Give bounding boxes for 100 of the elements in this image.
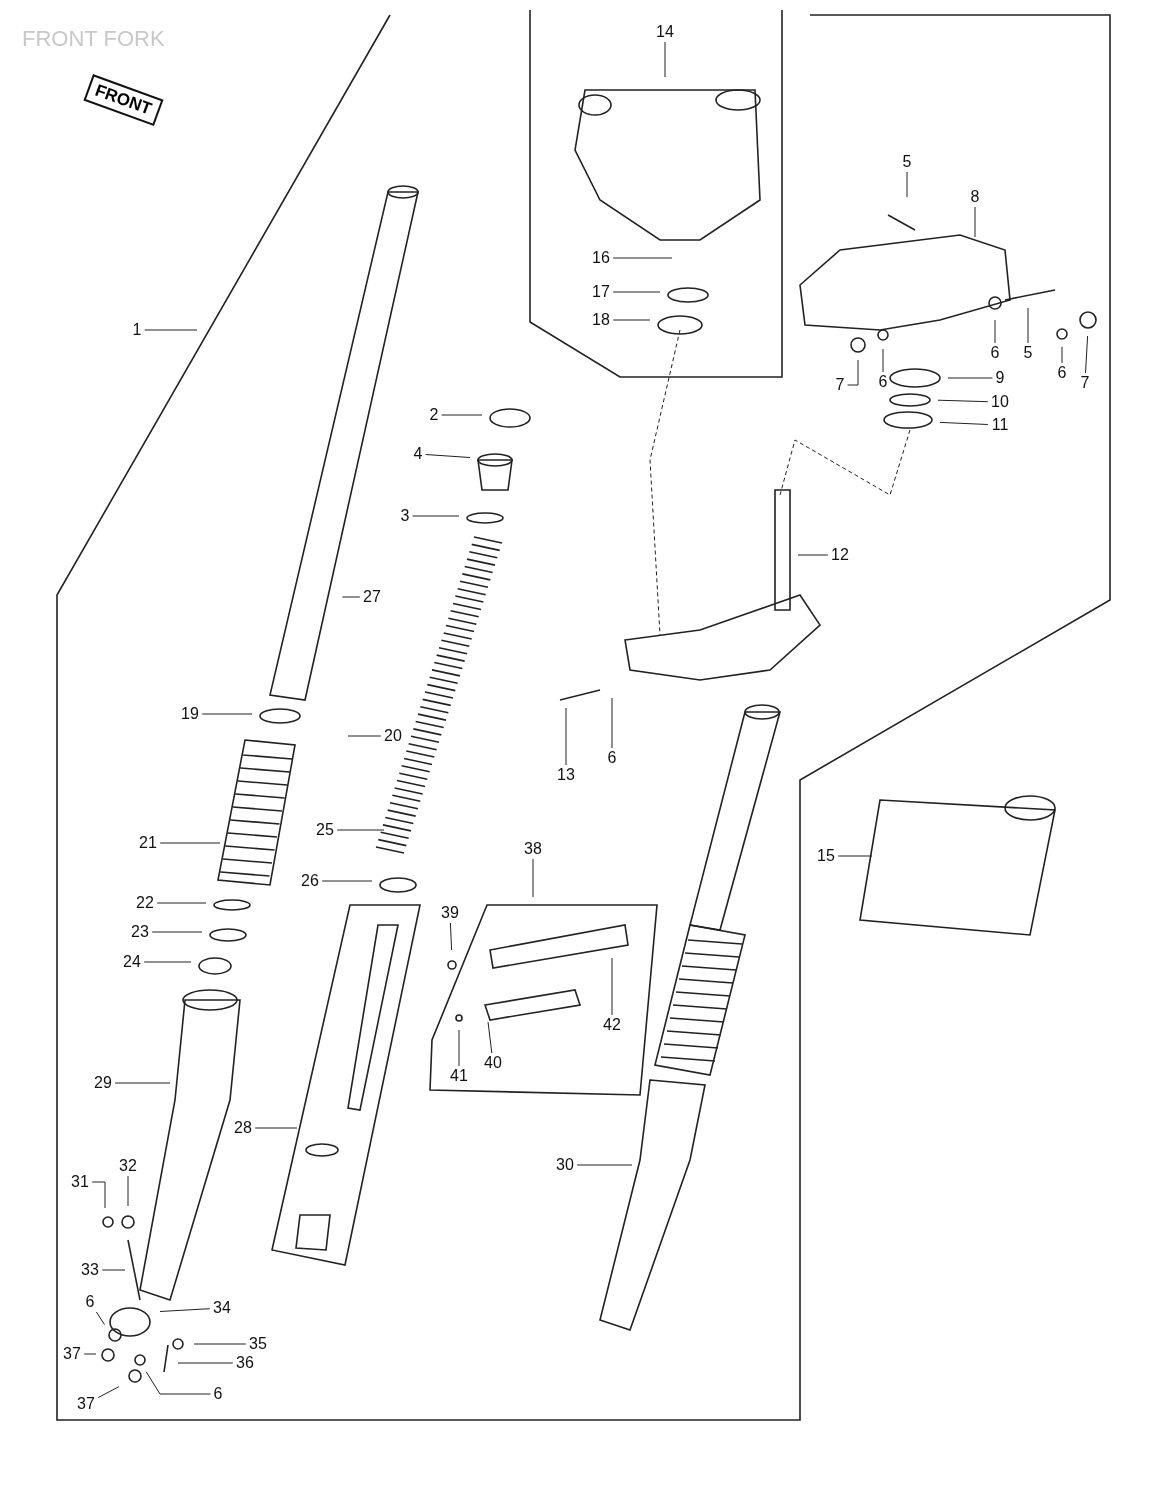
leader-line [177, 1362, 234, 1364]
leader-line [937, 399, 989, 403]
leader-line [974, 206, 976, 238]
callout-number: 23 [131, 923, 149, 941]
callout-number: 3 [400, 507, 410, 525]
callout-number: 6 [878, 373, 888, 391]
callout-number: 37 [63, 1345, 81, 1363]
leader-line [947, 377, 993, 379]
leader-line [612, 319, 651, 321]
callout-number: 25 [316, 821, 334, 839]
leader-line [144, 329, 198, 331]
leader-line [127, 1175, 129, 1207]
callout-number: 22 [136, 894, 154, 912]
leader-line [612, 257, 673, 259]
callout-number: 5 [1023, 344, 1033, 362]
callout-number: 6 [85, 1293, 95, 1311]
callout-number: 32 [119, 1157, 137, 1175]
leader-line [412, 515, 460, 517]
leader-line [254, 1127, 298, 1129]
callout-number: 42 [603, 1016, 621, 1034]
callout-number: 14 [656, 23, 674, 41]
callout-number: 12 [831, 546, 849, 564]
callout-number: 6 [607, 749, 617, 767]
callout-number: 6 [213, 1385, 223, 1403]
callout-number: 35 [249, 1335, 267, 1353]
callout-number: 40 [484, 1054, 502, 1072]
leader-line [994, 319, 996, 344]
leader-line [882, 348, 884, 373]
leader-line [91, 1181, 106, 1209]
callout-number: 16 [592, 249, 610, 267]
leader-line [664, 41, 666, 78]
leader-line [336, 829, 385, 831]
callout-number: 17 [592, 283, 610, 301]
leader-line [159, 842, 221, 844]
callout-number: 19 [181, 705, 199, 723]
callout-number: 38 [524, 840, 542, 858]
leader-line [193, 1343, 247, 1345]
leader-line [797, 554, 829, 556]
callout-number: 30 [556, 1156, 574, 1174]
leader-line [97, 1386, 120, 1399]
callout-number: 41 [450, 1067, 468, 1085]
callout-number: 9 [995, 369, 1005, 387]
leader-line [458, 1029, 460, 1067]
callout-number: 1 [132, 321, 142, 339]
callout-number: 39 [441, 904, 459, 922]
callout-number: 11 [991, 416, 1009, 434]
leader-line [565, 707, 567, 766]
callout-number: 4 [413, 445, 423, 463]
callout-number: 13 [557, 766, 575, 784]
leader-line [847, 359, 859, 386]
callout-number: 37 [77, 1395, 95, 1413]
callout-number: 28 [234, 1119, 252, 1137]
callout-number: 27 [363, 588, 381, 606]
leader-line [101, 1269, 126, 1271]
leader-line [1027, 307, 1029, 344]
callout-number: 7 [835, 376, 845, 394]
leader-line [487, 1021, 493, 1054]
leader-line [1061, 346, 1063, 364]
leader-line [347, 735, 382, 737]
leader-line [321, 880, 373, 882]
leader-line [159, 1308, 211, 1312]
leader-line [441, 414, 483, 416]
leader-line [83, 1353, 97, 1355]
leader-line [532, 858, 534, 898]
callout-number: 15 [817, 847, 835, 865]
callout-number: 36 [236, 1354, 254, 1372]
callout-number: 34 [213, 1299, 231, 1317]
leader-line [612, 291, 661, 293]
callout-number: 29 [94, 1074, 112, 1092]
callout-number: 7 [1080, 374, 1090, 392]
leader-line [837, 855, 873, 857]
callout-number: 18 [592, 311, 610, 329]
leader-line [1085, 335, 1089, 374]
callout-number: 8 [970, 188, 980, 206]
callout-number: 20 [384, 727, 402, 745]
callout-number: 6 [990, 344, 1000, 362]
callout-number: 31 [71, 1173, 89, 1191]
leader-line [611, 697, 613, 749]
leader-line [156, 902, 207, 904]
leader-line [906, 171, 908, 198]
leader-line [611, 957, 613, 1016]
leader-line [449, 922, 453, 951]
leader-line [939, 421, 989, 425]
callout-number: 10 [991, 393, 1009, 411]
leader-line [151, 931, 203, 933]
callout-number: 5 [902, 153, 912, 171]
callout-number: 21 [139, 834, 157, 852]
leader-line [114, 1082, 171, 1084]
leader-line [425, 454, 471, 458]
callout-number: 26 [301, 872, 319, 890]
leader-line [341, 596, 361, 598]
leader-line [576, 1164, 633, 1166]
leader-line [95, 1311, 105, 1326]
callout-number: 2 [429, 406, 439, 424]
callout-number: 6 [1057, 364, 1067, 382]
callout-number: 24 [123, 953, 141, 971]
leader-line [143, 961, 192, 963]
callout-number: 33 [81, 1261, 99, 1279]
leader-line [201, 713, 253, 715]
leader-line [145, 1371, 211, 1395]
